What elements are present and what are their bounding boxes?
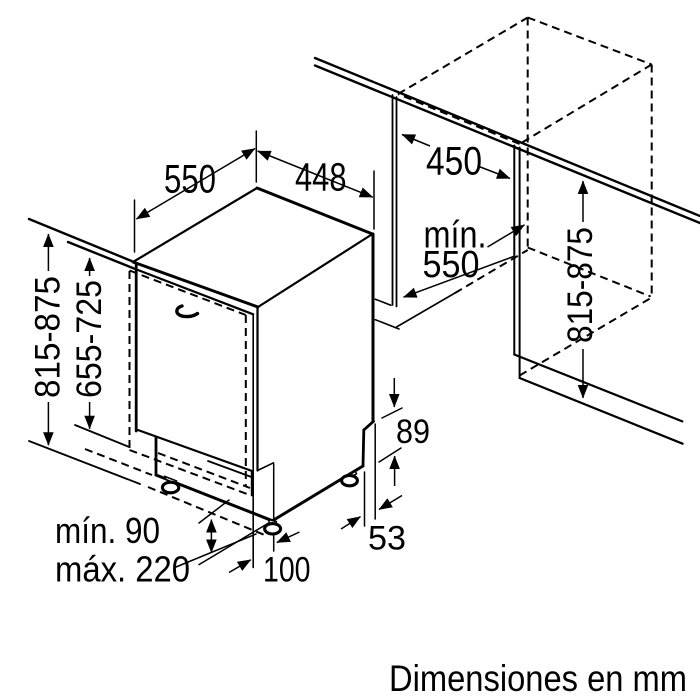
svg-text:550: 550 <box>164 158 216 202</box>
svg-text:mín. 90: mín. 90 <box>55 510 160 551</box>
svg-text:450: 450 <box>426 140 482 184</box>
svg-text:mín.: mín. <box>424 215 487 257</box>
svg-text:550: 550 <box>423 244 480 286</box>
svg-text:655-725: 655-725 <box>70 280 109 398</box>
svg-text:815-875: 815-875 <box>561 227 600 343</box>
svg-text:53: 53 <box>368 520 406 558</box>
svg-text:815-875: 815-875 <box>28 276 67 398</box>
svg-text:89: 89 <box>396 413 430 451</box>
svg-text:Dimensiones en mm: Dimensiones en mm <box>389 658 687 699</box>
svg-text:448: 448 <box>295 156 347 200</box>
svg-text:100: 100 <box>263 550 311 589</box>
svg-text:máx. 220: máx. 220 <box>55 549 190 590</box>
